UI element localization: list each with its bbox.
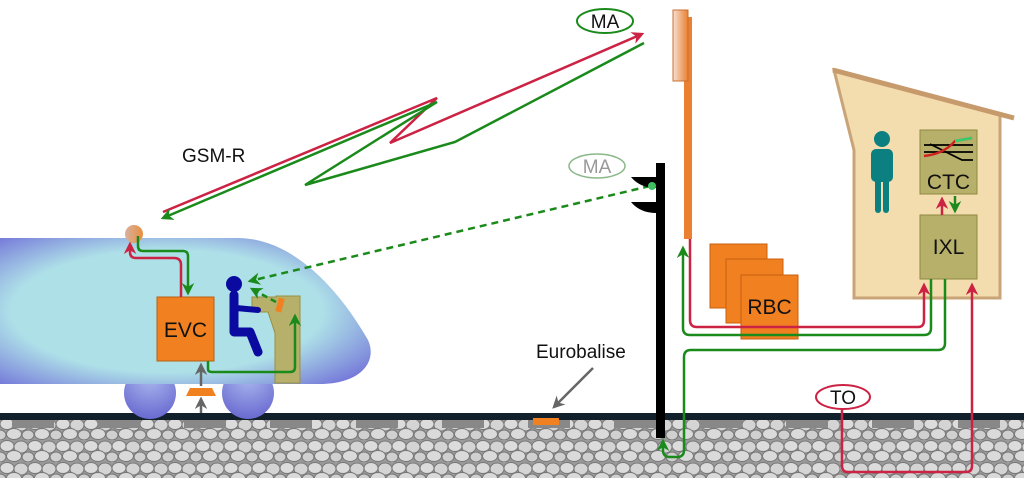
to-badge [815,384,871,410]
wayside-links [656,239,979,474]
ma-signal-label: MA [583,157,612,178]
gsmr-label: GSM-R [182,146,245,167]
rbc-box [740,274,799,340]
operator-icon [871,131,893,213]
to-label: TO [830,388,856,409]
mast-pole [684,17,692,239]
gsmr-uplink [162,32,645,214]
eurobalise [533,418,559,425]
evc-to-dmi-link [206,313,302,374]
ixl-label: IXL [933,236,965,259]
driver-icon [226,276,263,357]
evc-label: EVC [164,319,207,342]
signal-head-lower [631,202,656,213]
ixl-to-signal-link [656,279,947,459]
ctc-box [919,129,978,195]
track-layout-icon [923,136,973,161]
signal-ma-arrow [247,184,651,285]
rbc-to-ixl-link [688,239,931,329]
dmi-display [275,297,285,313]
ballast [0,420,1024,478]
dmi-to-driver-arrow [249,287,277,304]
track-circuit-to-ixl-link [840,282,979,474]
signal-green-lamp [648,182,656,190]
train: EVC [0,225,371,419]
eurobalise-pointer [552,367,594,409]
control-building: CTC IXL [831,67,1015,300]
gsmr-downlink [160,41,645,220]
rbc-label: RBC [747,296,791,319]
evc-uplink [123,241,183,297]
building-roof [832,67,1015,121]
antenna-icon [125,225,143,243]
evc-box [156,296,215,362]
ma-radio-label: MA [591,12,620,33]
radio-mast [672,9,692,239]
gsmr-link [160,32,645,220]
eurobalise-label: Eurobalise [536,342,626,363]
track [0,413,1024,478]
ma-radio-badge [576,8,634,34]
ixl-to-rbc-link [676,245,933,337]
rail [0,413,1024,420]
signal-post [656,163,665,438]
lineside-signal [631,163,665,438]
rbc-stack: RBC [709,243,799,340]
ma-signal-badge [568,153,626,179]
ctc-label: CTC [927,171,970,194]
mast-antenna [672,9,689,82]
evc-downlink [136,236,195,296]
balise-antenna [186,388,216,396]
ixl-box [919,214,978,280]
